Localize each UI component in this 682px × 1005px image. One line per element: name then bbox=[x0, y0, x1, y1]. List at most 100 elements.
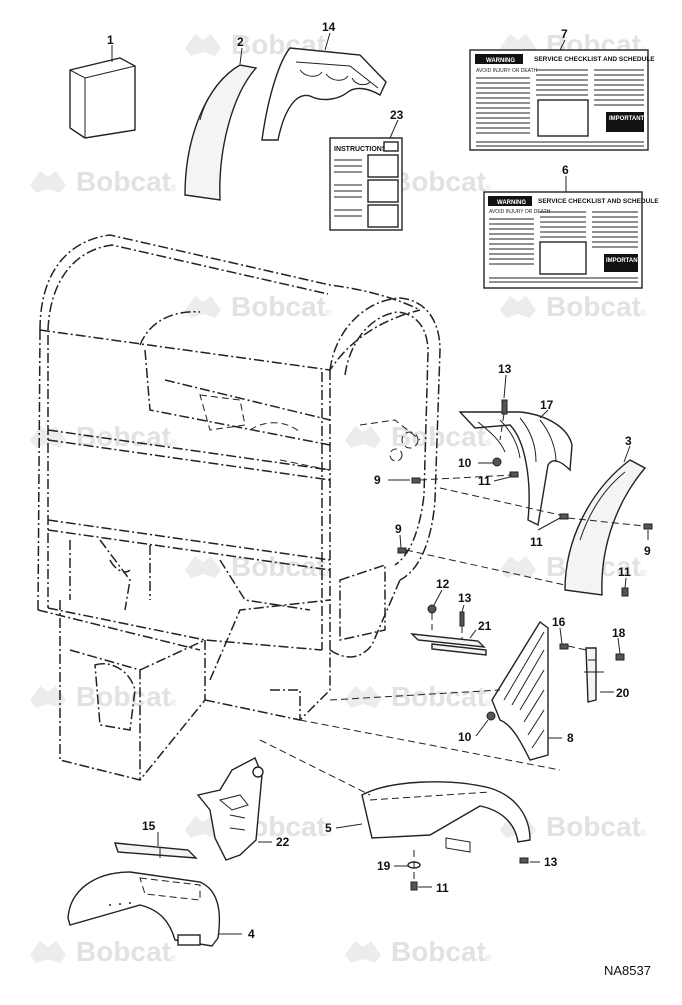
watermark-trademark: ® bbox=[640, 568, 647, 578]
decal-6-important: IMPORTANT bbox=[606, 258, 642, 264]
callout-9-left: 9 bbox=[374, 473, 381, 487]
bolt-9-a bbox=[411, 477, 421, 484]
bolt-9-c bbox=[643, 523, 653, 530]
bobcat-logo-icon bbox=[345, 686, 381, 708]
instructions-heading: INSTRUCTIONS bbox=[334, 146, 387, 153]
callout-11-a: 11 bbox=[478, 474, 491, 488]
watermark-text: Bobcat bbox=[391, 421, 486, 452]
bobcat-watermark: Bobcat® bbox=[500, 291, 647, 322]
callout-13-mid: 13 bbox=[458, 591, 472, 605]
decal-7-warning: WARNING bbox=[486, 58, 515, 64]
callout-10-top: 10 bbox=[458, 456, 472, 470]
bobcat-watermark: Bobcat® bbox=[185, 291, 332, 322]
callout-13-bottom: 13 bbox=[544, 855, 558, 869]
bobcat-logo-icon bbox=[185, 556, 221, 578]
watermark-trademark: ® bbox=[485, 183, 492, 193]
bobcat-watermark: Bobcat® bbox=[30, 681, 177, 712]
callout-21: 21 bbox=[478, 619, 492, 633]
watermark-trademark: ® bbox=[325, 308, 332, 318]
callout-2: 2 bbox=[237, 35, 244, 49]
part-5-lower-shroud bbox=[361, 781, 531, 853]
part-23-instructions-sheet: INSTRUCTIONS bbox=[329, 137, 403, 231]
part-3-fender-panel bbox=[564, 459, 647, 596]
diagram-id: NA8537 bbox=[604, 963, 651, 978]
bobcat-watermark: Bobcat® bbox=[30, 166, 177, 197]
callout-3: 3 bbox=[625, 434, 632, 448]
nut-10-top bbox=[492, 457, 502, 467]
watermark-trademark: ® bbox=[485, 953, 492, 963]
callout-23: 23 bbox=[390, 108, 404, 122]
bobcat-logo-icon bbox=[30, 171, 66, 193]
callout-7: 7 bbox=[561, 27, 568, 41]
watermark-trademark: ® bbox=[325, 46, 332, 56]
part-7-service-decal: WARNING SERVICE CHECKLIST AND SCHEDULE A… bbox=[469, 49, 655, 151]
watermark-text: Bobcat bbox=[391, 166, 486, 197]
part-8-grille-panel bbox=[491, 620, 549, 761]
bobcat-logo-icon bbox=[185, 34, 221, 56]
callout-5: 5 bbox=[325, 821, 332, 835]
callout-18: 18 bbox=[612, 626, 626, 640]
decal-6-warning: WARNING bbox=[497, 200, 526, 206]
watermark-text: Bobcat bbox=[546, 811, 641, 842]
callout-16: 16 bbox=[552, 615, 566, 629]
watermark-trademark: ® bbox=[325, 828, 332, 838]
callout-13-top: 13 bbox=[498, 362, 512, 376]
decal-7-title: SERVICE CHECKLIST AND SCHEDULE bbox=[534, 56, 655, 63]
watermark-layer: Bobcat®Bobcat®Bobcat®Bobcat®Bobcat®Bobca… bbox=[30, 29, 647, 967]
bolt-16 bbox=[559, 643, 569, 650]
callout-22: 22 bbox=[276, 835, 290, 849]
bobcat-logo-icon bbox=[185, 296, 221, 318]
part-22-bracket-assembly bbox=[196, 757, 264, 861]
watermark-trademark: ® bbox=[170, 183, 177, 193]
part-20-bracket bbox=[584, 647, 604, 703]
callout-11-c: 11 bbox=[618, 565, 631, 579]
watermark-trademark: ® bbox=[485, 438, 492, 448]
callout-15: 15 bbox=[142, 819, 156, 833]
cab-frame bbox=[37, 234, 441, 781]
bobcat-watermark: Bobcat® bbox=[345, 421, 492, 452]
bobcat-logo-icon bbox=[500, 296, 536, 318]
watermark-text: Bobcat bbox=[76, 166, 171, 197]
decal-7-important: IMPORTANT bbox=[609, 116, 645, 122]
callout-20: 20 bbox=[616, 686, 630, 700]
part-15-strap bbox=[113, 842, 198, 859]
watermark-text: Bobcat bbox=[231, 551, 326, 582]
callout-12: 12 bbox=[436, 577, 450, 591]
watermark-trademark: ® bbox=[170, 438, 177, 448]
watermark-trademark: ® bbox=[485, 698, 492, 708]
assembly-lines bbox=[259, 413, 645, 880]
decal-6-title: SERVICE CHECKLIST AND SCHEDULE bbox=[538, 198, 659, 205]
nut-10-bottom bbox=[486, 711, 496, 721]
part-4-floor-panel bbox=[67, 871, 221, 947]
watermark-text: Bobcat bbox=[391, 936, 486, 967]
watermark-text: Bobcat bbox=[546, 291, 641, 322]
decal-6-avoid: AVOID INJURY OR DEATH bbox=[489, 209, 551, 215]
decal-7-avoid: AVOID INJURY OR DEATH bbox=[476, 68, 538, 74]
part-1-box bbox=[69, 57, 136, 139]
callout-19: 19 bbox=[377, 859, 391, 873]
watermark-text: Bobcat bbox=[391, 681, 486, 712]
watermark-text: Bobcat bbox=[76, 681, 171, 712]
callout-9-right: 9 bbox=[644, 544, 651, 558]
watermark-trademark: ® bbox=[640, 308, 647, 318]
part-14-fender-trim bbox=[261, 47, 387, 141]
bolt-11-d bbox=[410, 881, 418, 891]
bolt-11-a bbox=[509, 471, 519, 478]
bobcat-logo-icon bbox=[345, 941, 381, 963]
bobcat-watermark: Bobcat® bbox=[30, 936, 177, 967]
bolt-11-b bbox=[559, 513, 569, 520]
bolt-11-c bbox=[621, 587, 629, 597]
callout-4: 4 bbox=[248, 927, 255, 941]
callout-6: 6 bbox=[562, 163, 569, 177]
watermark-trademark: ® bbox=[325, 568, 332, 578]
callout-14: 14 bbox=[322, 20, 336, 34]
callouts: 1 2 3 4 5 6 7 8 9 9 9 10 10 11 11 11 11 … bbox=[107, 20, 651, 941]
callout-17: 17 bbox=[540, 398, 554, 412]
callout-1: 1 bbox=[107, 33, 114, 47]
bolt-9-b bbox=[397, 547, 407, 554]
part-6-service-decal: WARNING SERVICE CHECKLIST AND SCHEDULE A… bbox=[483, 191, 659, 289]
bobcat-watermark: Bobcat® bbox=[345, 936, 492, 967]
bolt-13-bottom bbox=[519, 857, 529, 864]
watermark-text: Bobcat bbox=[76, 936, 171, 967]
leader-lines bbox=[111, 32, 649, 935]
